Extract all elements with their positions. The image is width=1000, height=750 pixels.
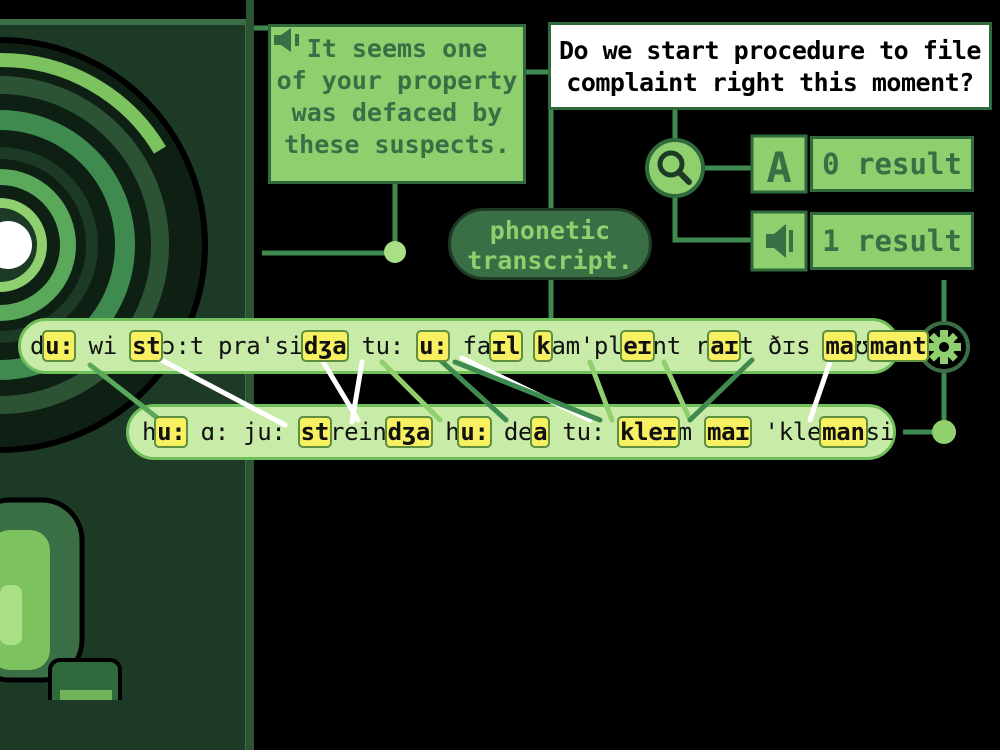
device-lower <box>0 497 240 750</box>
text-result-box[interactable]: 0 result <box>810 136 974 192</box>
highlighted-phoneme[interactable]: eɪ <box>620 330 655 362</box>
phonetic-transcript-label: phonetic transcript. <box>448 208 652 280</box>
highlighted-phoneme[interactable]: u: <box>154 416 189 448</box>
highlighted-phoneme[interactable]: a <box>530 416 551 448</box>
question-text: Do we start procedure to file <box>559 36 982 65</box>
svg-text:A: A <box>766 143 791 192</box>
phoneme-text <box>521 332 535 360</box>
transcript-line-top: du: wi stɔ:t pra'sidʒa tu: u: faɪl kam'p… <box>30 330 930 362</box>
audio-result-label: 1 result <box>822 224 962 258</box>
highlighted-phoneme[interactable]: u: <box>416 330 451 362</box>
highlighted-phoneme[interactable]: u: <box>42 330 77 362</box>
highlighted-phoneme[interactable]: st <box>129 330 164 362</box>
magnifier-icon[interactable] <box>645 138 705 198</box>
phonetic-label-text: transcript. <box>467 246 633 275</box>
audio-result-box[interactable]: 1 result <box>810 212 974 270</box>
phoneme-text: tu: <box>347 332 419 360</box>
panel-edge <box>246 0 254 750</box>
highlighted-phoneme[interactable]: kleɪ <box>617 416 680 448</box>
highlighted-phoneme[interactable]: ma <box>822 330 857 362</box>
info-line-1: It seems one <box>271 28 523 65</box>
phoneme-text: de <box>489 418 533 446</box>
connector-node <box>932 420 956 444</box>
phoneme-text: si <box>865 418 895 446</box>
info-text: It seems one <box>306 34 488 63</box>
phoneme-text: m <box>677 418 706 446</box>
question-dialog[interactable]: Do we start procedure to file complaint … <box>548 22 992 110</box>
highlighted-phoneme[interactable]: st <box>297 416 333 448</box>
text-result-label: 0 result <box>822 147 962 181</box>
info-dialog: It seems one of your property was deface… <box>268 24 526 184</box>
phoneme-text: am'pl <box>551 332 623 360</box>
highlighted-phoneme[interactable]: dʒa <box>300 330 350 362</box>
phoneme-text: 'kle <box>750 418 822 446</box>
highlighted-phoneme[interactable]: dʒa <box>384 416 434 448</box>
phoneme-text: nt r <box>652 332 710 360</box>
highlighted-phoneme[interactable]: mant <box>866 330 930 362</box>
highlighted-phoneme[interactable]: k <box>533 330 554 362</box>
info-text: was defaced by <box>291 98 503 127</box>
highlighted-phoneme[interactable]: u: <box>457 416 492 448</box>
highlighted-phoneme[interactable]: maɪ <box>703 416 753 448</box>
letter-a-icon: A <box>750 134 808 194</box>
phoneme-text: h <box>142 418 157 446</box>
phonetic-label-text: phonetic <box>489 216 611 245</box>
highlighted-phoneme[interactable]: man <box>819 416 868 448</box>
phoneme-text: fa <box>448 332 492 360</box>
info-text: these suspects. <box>284 130 510 159</box>
phoneme-text: wi <box>74 332 132 360</box>
speaker-icon <box>274 28 299 52</box>
speaker-icon <box>750 210 808 272</box>
gear-icon[interactable] <box>918 321 970 373</box>
phoneme-text: h <box>431 418 460 446</box>
phoneme-text: ɑ: ju: <box>186 418 300 446</box>
highlighted-phoneme[interactable]: aɪ <box>707 330 742 362</box>
phoneme-text: rein <box>329 418 387 446</box>
phoneme-text: ɔ:t pra'si <box>161 332 303 360</box>
phoneme-text: tu: <box>548 418 620 446</box>
info-text: of your property <box>276 66 518 95</box>
connector-node <box>384 241 406 263</box>
phoneme-text: d <box>30 332 45 360</box>
transcript-line-bottom: hu: ɑ: ju: streindʒa hu: dea tu: kleɪm m… <box>142 416 895 448</box>
phoneme-text: ʊ <box>854 332 869 360</box>
phoneme-text: t ðɪs <box>739 332 825 360</box>
highlighted-phoneme[interactable]: ɪl <box>488 330 524 362</box>
question-text: complaint right this moment? <box>566 68 974 97</box>
